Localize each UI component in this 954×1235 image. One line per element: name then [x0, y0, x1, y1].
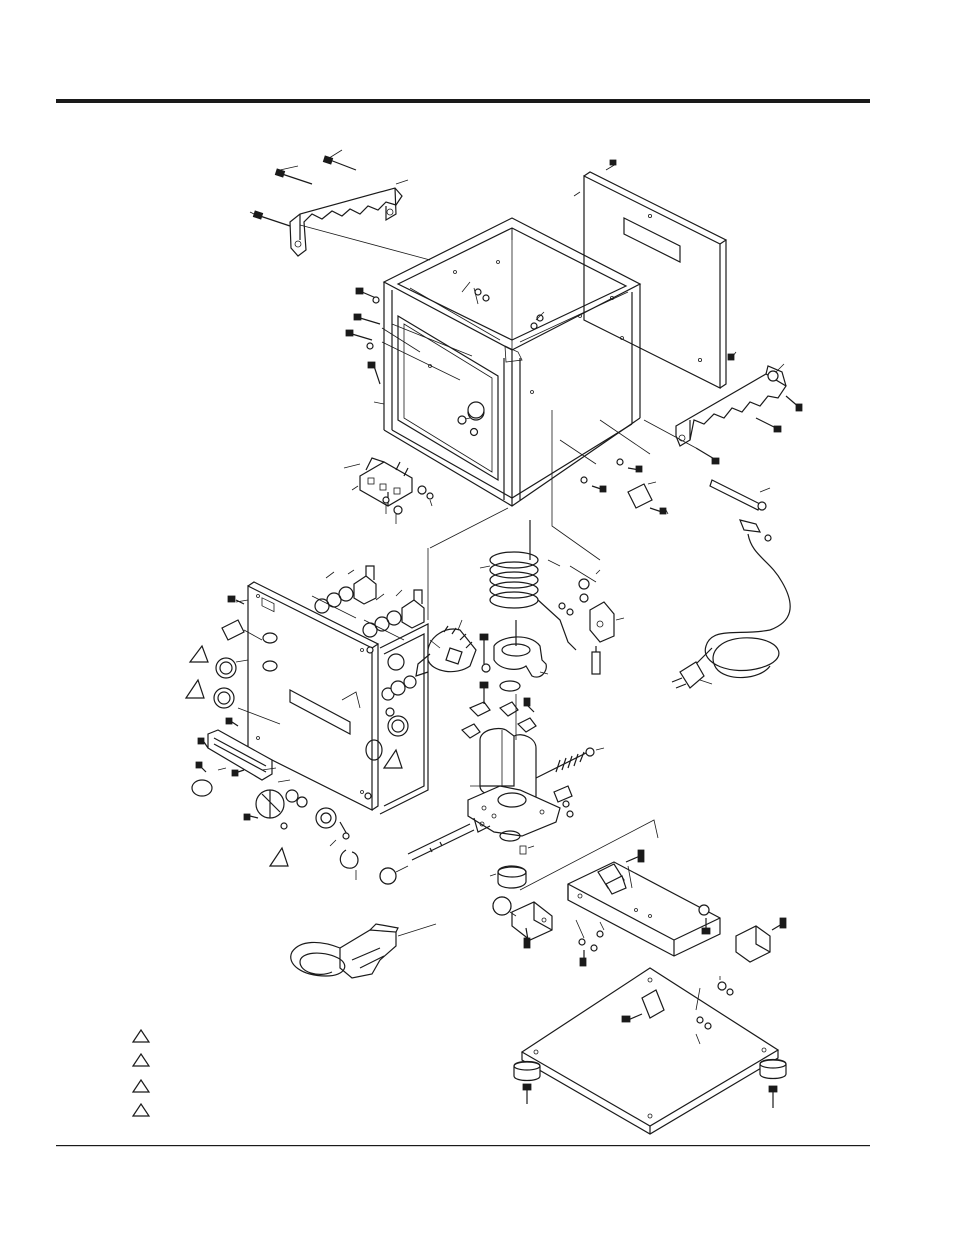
terminal-block: [344, 458, 433, 524]
cord-and-strain-relief: [672, 480, 790, 688]
legend-triangle-1: [133, 1030, 149, 1042]
foot-pedal: [291, 924, 436, 978]
legend: [133, 1030, 149, 1116]
bearing-and-collar: [490, 831, 534, 888]
base-plate: [522, 968, 778, 1134]
selector-switch: [416, 620, 476, 676]
legend-triangle-4: [133, 1104, 149, 1116]
top-right-panel: [574, 160, 736, 388]
legend-triangle-3: [133, 1080, 149, 1092]
right-bracket: [559, 570, 624, 674]
legend-triangle-2: [133, 1054, 149, 1066]
lower-rail: [520, 820, 720, 956]
cam-plate: [494, 620, 548, 677]
base-plate-mechanism: [468, 786, 573, 836]
top-left-handle: [290, 188, 402, 256]
right-handle: [644, 364, 802, 464]
cabinet-fasteners: [346, 282, 544, 436]
spring-rod: [536, 748, 604, 778]
cabinet-side-hardware: [552, 410, 668, 560]
coil-spring: [480, 520, 576, 650]
header-rule: [56, 99, 870, 103]
footer-rule: [56, 1145, 870, 1146]
